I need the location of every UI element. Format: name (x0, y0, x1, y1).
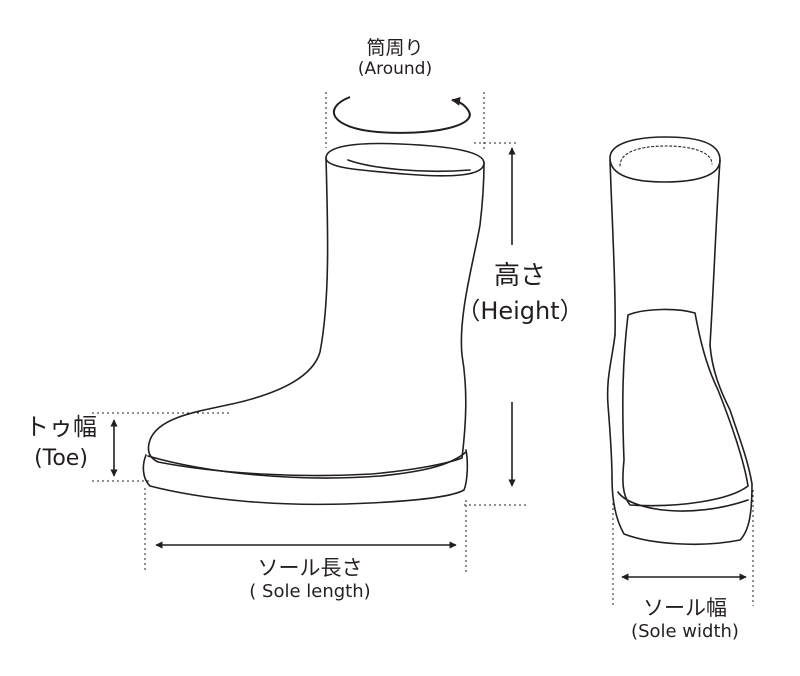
sole-width-label: ソール幅 (Sole width) (600, 596, 770, 643)
front-sole-inner (617, 491, 749, 512)
front-view-guides (612, 490, 754, 606)
side-view-guides (92, 92, 528, 572)
front-shaft-opening (609, 136, 721, 183)
boot-outline (147, 157, 485, 477)
sole-length-label-jp: ソール長さ (257, 556, 363, 580)
sole-width-label-en: (Sole width) (631, 621, 739, 643)
front-shaft-left (609, 159, 616, 336)
front-shaft-opening-inner (619, 145, 713, 167)
around-arrow (332, 96, 471, 134)
toe-label-jp: トゥ幅 (25, 413, 97, 441)
around-label-jp: 筒周り (366, 37, 424, 59)
boot-front-view (606, 136, 753, 546)
sole-length-label: ソール長さ ( Sole length) (200, 556, 420, 603)
height-label-jp: 高さ (493, 261, 546, 291)
front-body-right (709, 344, 753, 485)
shaft-opening-inner (347, 159, 471, 173)
sole-top-edge (147, 451, 467, 479)
boot-sole-side (142, 449, 469, 506)
front-vamp-panel (622, 308, 749, 507)
sole-length-label-en: ( Sole length) (249, 581, 371, 603)
height-label-en: （Height） (456, 296, 584, 325)
front-shaft-right (709, 159, 721, 346)
around-label: 筒周り (Around) (330, 37, 460, 79)
around-label-en: (Around) (357, 58, 433, 79)
toe-label: トゥ幅 (Toe) (6, 413, 116, 471)
toe-label-en: (Toe) (34, 445, 88, 471)
height-label: 高さ （Height） (455, 261, 585, 325)
boot-sole-front (611, 477, 753, 546)
sole-width-label-jp: ソール幅 (643, 596, 727, 620)
boot-side-view (142, 142, 485, 506)
front-body-left (606, 334, 616, 479)
